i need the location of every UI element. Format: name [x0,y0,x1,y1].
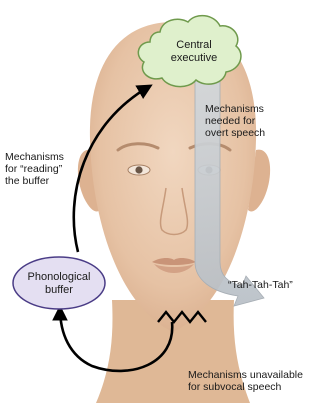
reading-mechanisms-label: Mechanisms for “reading” the buffer [5,151,64,187]
left-iris [135,166,142,173]
phonological-buffer-label: Phonological buffer [13,271,105,297]
speech-output-label: “Tah-Tah-Tah” [228,279,293,291]
central-executive-label: Central executive [150,39,238,65]
subvocal-unavailable-label: Mechanisms unavailable for subvocal spee… [188,369,303,393]
overt-mechanisms-label: Mechanisms needed for overt speech [205,103,265,139]
